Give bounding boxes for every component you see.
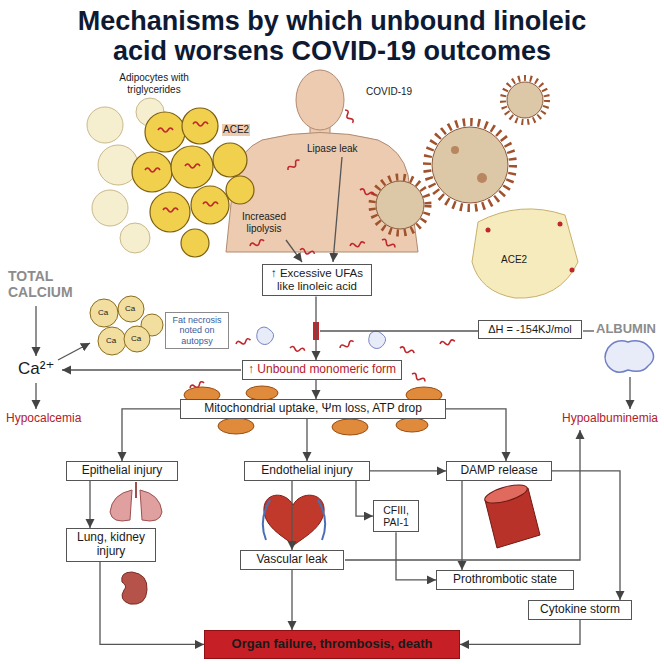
arrow-connector: [291, 570, 292, 630]
annotation-label: COVID-19: [366, 86, 412, 98]
annotation-label: ALBUMIN: [596, 322, 656, 337]
annotation-label: Ca: [106, 336, 116, 345]
annotation-label: ACE2: [222, 124, 250, 136]
annotation-label: Ca: [131, 334, 141, 343]
annotation-label: ACE2: [500, 254, 528, 266]
annotation-label: Ca: [98, 308, 108, 317]
process-box: Cytokine storm: [528, 600, 632, 620]
process-box: Lung, kidney injury: [66, 528, 156, 562]
process-box: ↑ Excessive UFAs like linoleic acid: [262, 264, 372, 296]
kidney: [122, 572, 147, 604]
arrow-connector: [291, 481, 292, 550]
arrow-connector: [89, 481, 90, 528]
mitochondria: [184, 386, 442, 435]
process-box: CFIII, PAI-1: [373, 500, 419, 532]
annotation-label: Increased lipolysis: [232, 211, 296, 234]
blood-vessel: [483, 481, 540, 548]
annotation-label: Adipocytes with triglycerides: [106, 72, 202, 95]
node-text: ΔH = -154KJ/mol: [484, 323, 576, 336]
ace2-cell: [472, 209, 578, 298]
node-text: Lung, kidney injury: [72, 531, 150, 559]
node-text: Cytokine storm: [534, 603, 626, 617]
node-text: ↑ Unbound monomeric form: [248, 363, 396, 377]
arrow-connector: [370, 470, 446, 471]
process-box: ↑ Unbound monomeric form: [242, 360, 402, 380]
node-text: Vascular leak: [246, 553, 338, 567]
process-box: Mitochondrial uptake, Ψm loss, ATP drop: [180, 399, 446, 419]
node-text: Endothelial injury: [250, 464, 364, 478]
annotation-label: Ca: [125, 304, 135, 313]
process-box: Epithelial injury: [66, 461, 178, 481]
title: Mechanisms by which unbound linoleic aci…: [50, 6, 614, 66]
fatty-acid-squiggles: [189, 109, 455, 390]
arrow-connector: [315, 296, 316, 360]
process-box: Prothrombotic state: [436, 570, 574, 590]
arrow-connector: [396, 532, 436, 580]
annotation-label: TOTAL CALCIUM: [8, 268, 92, 300]
node-text: ↑ Excessive UFAs like linoleic acid: [268, 267, 366, 293]
arrow-connector: [460, 620, 580, 645]
layout-lines: [36, 157, 630, 560]
process-box: Fat necrosis noted on autopsy: [165, 312, 229, 349]
annotation-label: Hypoalbuminemia: [562, 412, 658, 426]
arrow-connector: [315, 380, 316, 399]
adipocyte-cluster: [87, 98, 254, 257]
node-text: DAMP release: [452, 464, 546, 478]
process-box: Organ failure, thrombosis, death: [204, 630, 460, 659]
annotation-label: Hypocalcemia: [6, 412, 81, 426]
arrow-connector: [461, 481, 462, 570]
node-text: CFIII, PAI-1: [377, 504, 415, 528]
process-box: DAMP release: [446, 461, 552, 481]
node-text: Prothrombotic state: [442, 573, 568, 587]
annotation-label: Ca²⁺: [18, 359, 54, 379]
arrow-connector: [446, 409, 506, 461]
virus: [372, 78, 547, 233]
node-text: Fat necrosis noted on autopsy: [169, 315, 225, 346]
arrow-connector: [100, 562, 204, 645]
process-box: Vascular leak: [240, 550, 344, 570]
fat-necrosis-cells: [90, 296, 163, 355]
heart: [263, 495, 325, 545]
lungs: [110, 482, 162, 521]
arrow-connector: [122, 409, 180, 461]
arrow-connector: [306, 419, 307, 461]
node-text: Epithelial injury: [72, 464, 172, 478]
node-text: Mitochondrial uptake, Ψm loss, ATP drop: [186, 402, 440, 416]
process-box: ΔH = -154KJ/mol: [478, 320, 582, 339]
arrow-connector: [356, 481, 373, 516]
node-text: Organ failure, thrombosis, death: [210, 637, 454, 652]
annotation-label: Lipase leak: [306, 143, 359, 155]
process-box: Endothelial injury: [244, 461, 370, 481]
